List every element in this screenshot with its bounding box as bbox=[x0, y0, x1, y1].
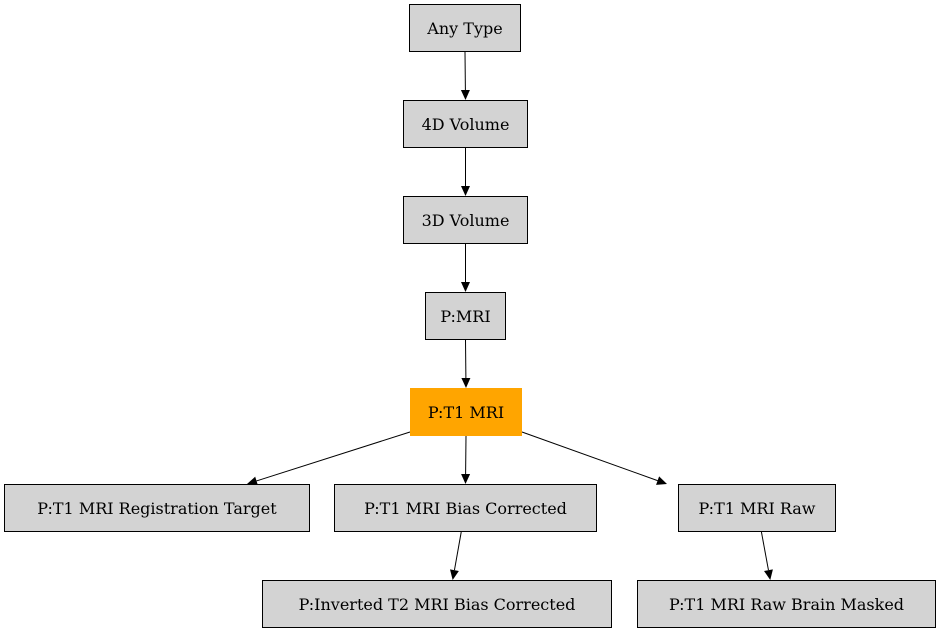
arrowhead-p_t1_mri-to-p_t1_reg_target bbox=[247, 476, 258, 486]
arrowhead-vol_4d-to-vol_3d bbox=[461, 186, 470, 196]
node-4d-volume: 4D Volume bbox=[403, 100, 528, 148]
edge-p_t1_raw-to-p_t1_raw_brain_masked bbox=[760, 531, 769, 571]
arrowhead-any_type-to-vol_4d bbox=[460, 89, 470, 100]
node-p-t1-mri-registration-target: P:T1 MRI Registration Target bbox=[4, 484, 310, 532]
node-p-inverted-t2-mri-bias-corrected: P:Inverted T2 MRI Bias Corrected bbox=[262, 580, 612, 628]
node-p-t1-mri-bias-corrected: P:T1 MRI Bias Corrected bbox=[334, 484, 597, 532]
node-3d-volume: 3D Volume bbox=[403, 196, 528, 244]
arrowhead-p_t1_mri-to-p_t1_bias_corrected bbox=[461, 473, 471, 484]
arrowhead-p_t1_raw-to-p_t1_raw_brain_masked bbox=[764, 569, 773, 580]
node-p-t1-mri-raw-brain-masked: P:T1 MRI Raw Brain Masked bbox=[637, 580, 936, 628]
node-p-mri: P:MRI bbox=[425, 292, 506, 340]
node-p-t1-mri-raw: P:T1 MRI Raw bbox=[678, 484, 836, 532]
arrowhead-p_t1_bias_corrected-to-p_inv_t2_bias_corrected bbox=[449, 569, 459, 580]
edge-p_t1_mri-to-p_t1_raw bbox=[521, 431, 658, 482]
arrowhead-p_mri-to-p_t1_mri bbox=[461, 377, 471, 388]
arrowhead-vol_3d-to-p_mri bbox=[461, 282, 470, 292]
arrowhead-p_t1_mri-to-p_t1_raw bbox=[656, 476, 667, 485]
edge-p_t1_bias_corrected-to-p_inv_t2_bias_corrected bbox=[453, 531, 462, 571]
node-p-t1-mri: P:T1 MRI bbox=[410, 388, 522, 436]
edge-p_t1_mri-to-p_t1_reg_target bbox=[256, 431, 411, 482]
node-any-type: Any Type bbox=[409, 4, 521, 52]
